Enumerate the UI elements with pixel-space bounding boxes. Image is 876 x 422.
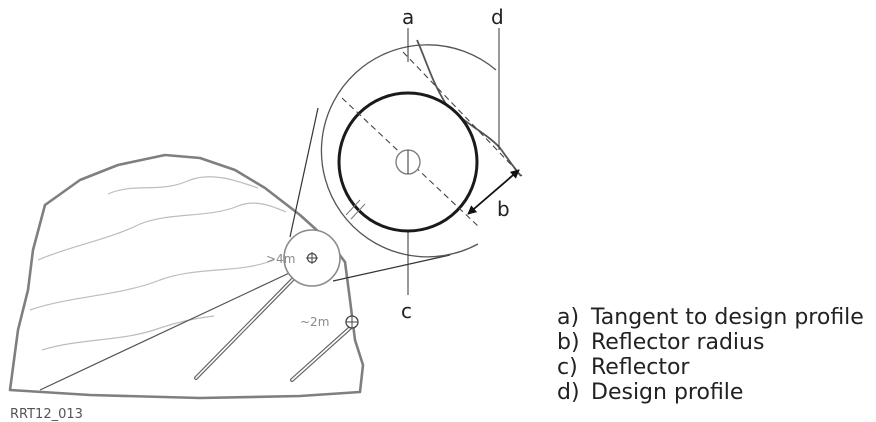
legend-key: a) <box>557 305 580 330</box>
figure-id: RRT12_013 <box>10 407 83 422</box>
reflector-small <box>283 229 341 287</box>
distance-far-label: >4m <box>266 252 295 266</box>
reflector-near <box>345 315 359 329</box>
design-profile <box>416 39 522 177</box>
legend-item-a: a) Tangent to design profile <box>557 305 864 330</box>
reflector-pole-far <box>194 274 298 380</box>
legend-text: Tangent to design profile <box>591 305 864 330</box>
legend-key: d) <box>557 380 580 405</box>
legend-text: Design profile <box>591 380 744 405</box>
reflector-pole-near <box>290 326 352 382</box>
legend: a) Tangent to design profile b) Reflector … <box>557 305 864 405</box>
rock-outline <box>8 153 365 400</box>
legend-text: Reflector radius <box>591 330 765 355</box>
callout-a: a <box>402 5 414 29</box>
legend-item-d: d) Design profile <box>557 380 864 405</box>
zoom-line-upper <box>289 107 319 238</box>
sight-line <box>39 267 301 391</box>
legend-key: c) <box>557 355 578 380</box>
zoom-line-lower <box>332 254 451 282</box>
callout-d: d <box>491 5 504 29</box>
magnified-outline <box>320 44 497 258</box>
callout-b: b <box>497 197 510 221</box>
callout-c: c <box>401 299 412 323</box>
legend-key: b) <box>557 330 580 355</box>
rock-texture <box>29 176 287 351</box>
legend-item-b: b) Reflector radius <box>557 330 864 355</box>
legend-text: Reflector <box>591 355 690 380</box>
radius-arrow <box>467 169 520 215</box>
tangent-line <box>402 51 523 177</box>
legend-item-c: c) Reflector <box>557 355 864 380</box>
distance-near-label: ~2m <box>300 315 329 329</box>
